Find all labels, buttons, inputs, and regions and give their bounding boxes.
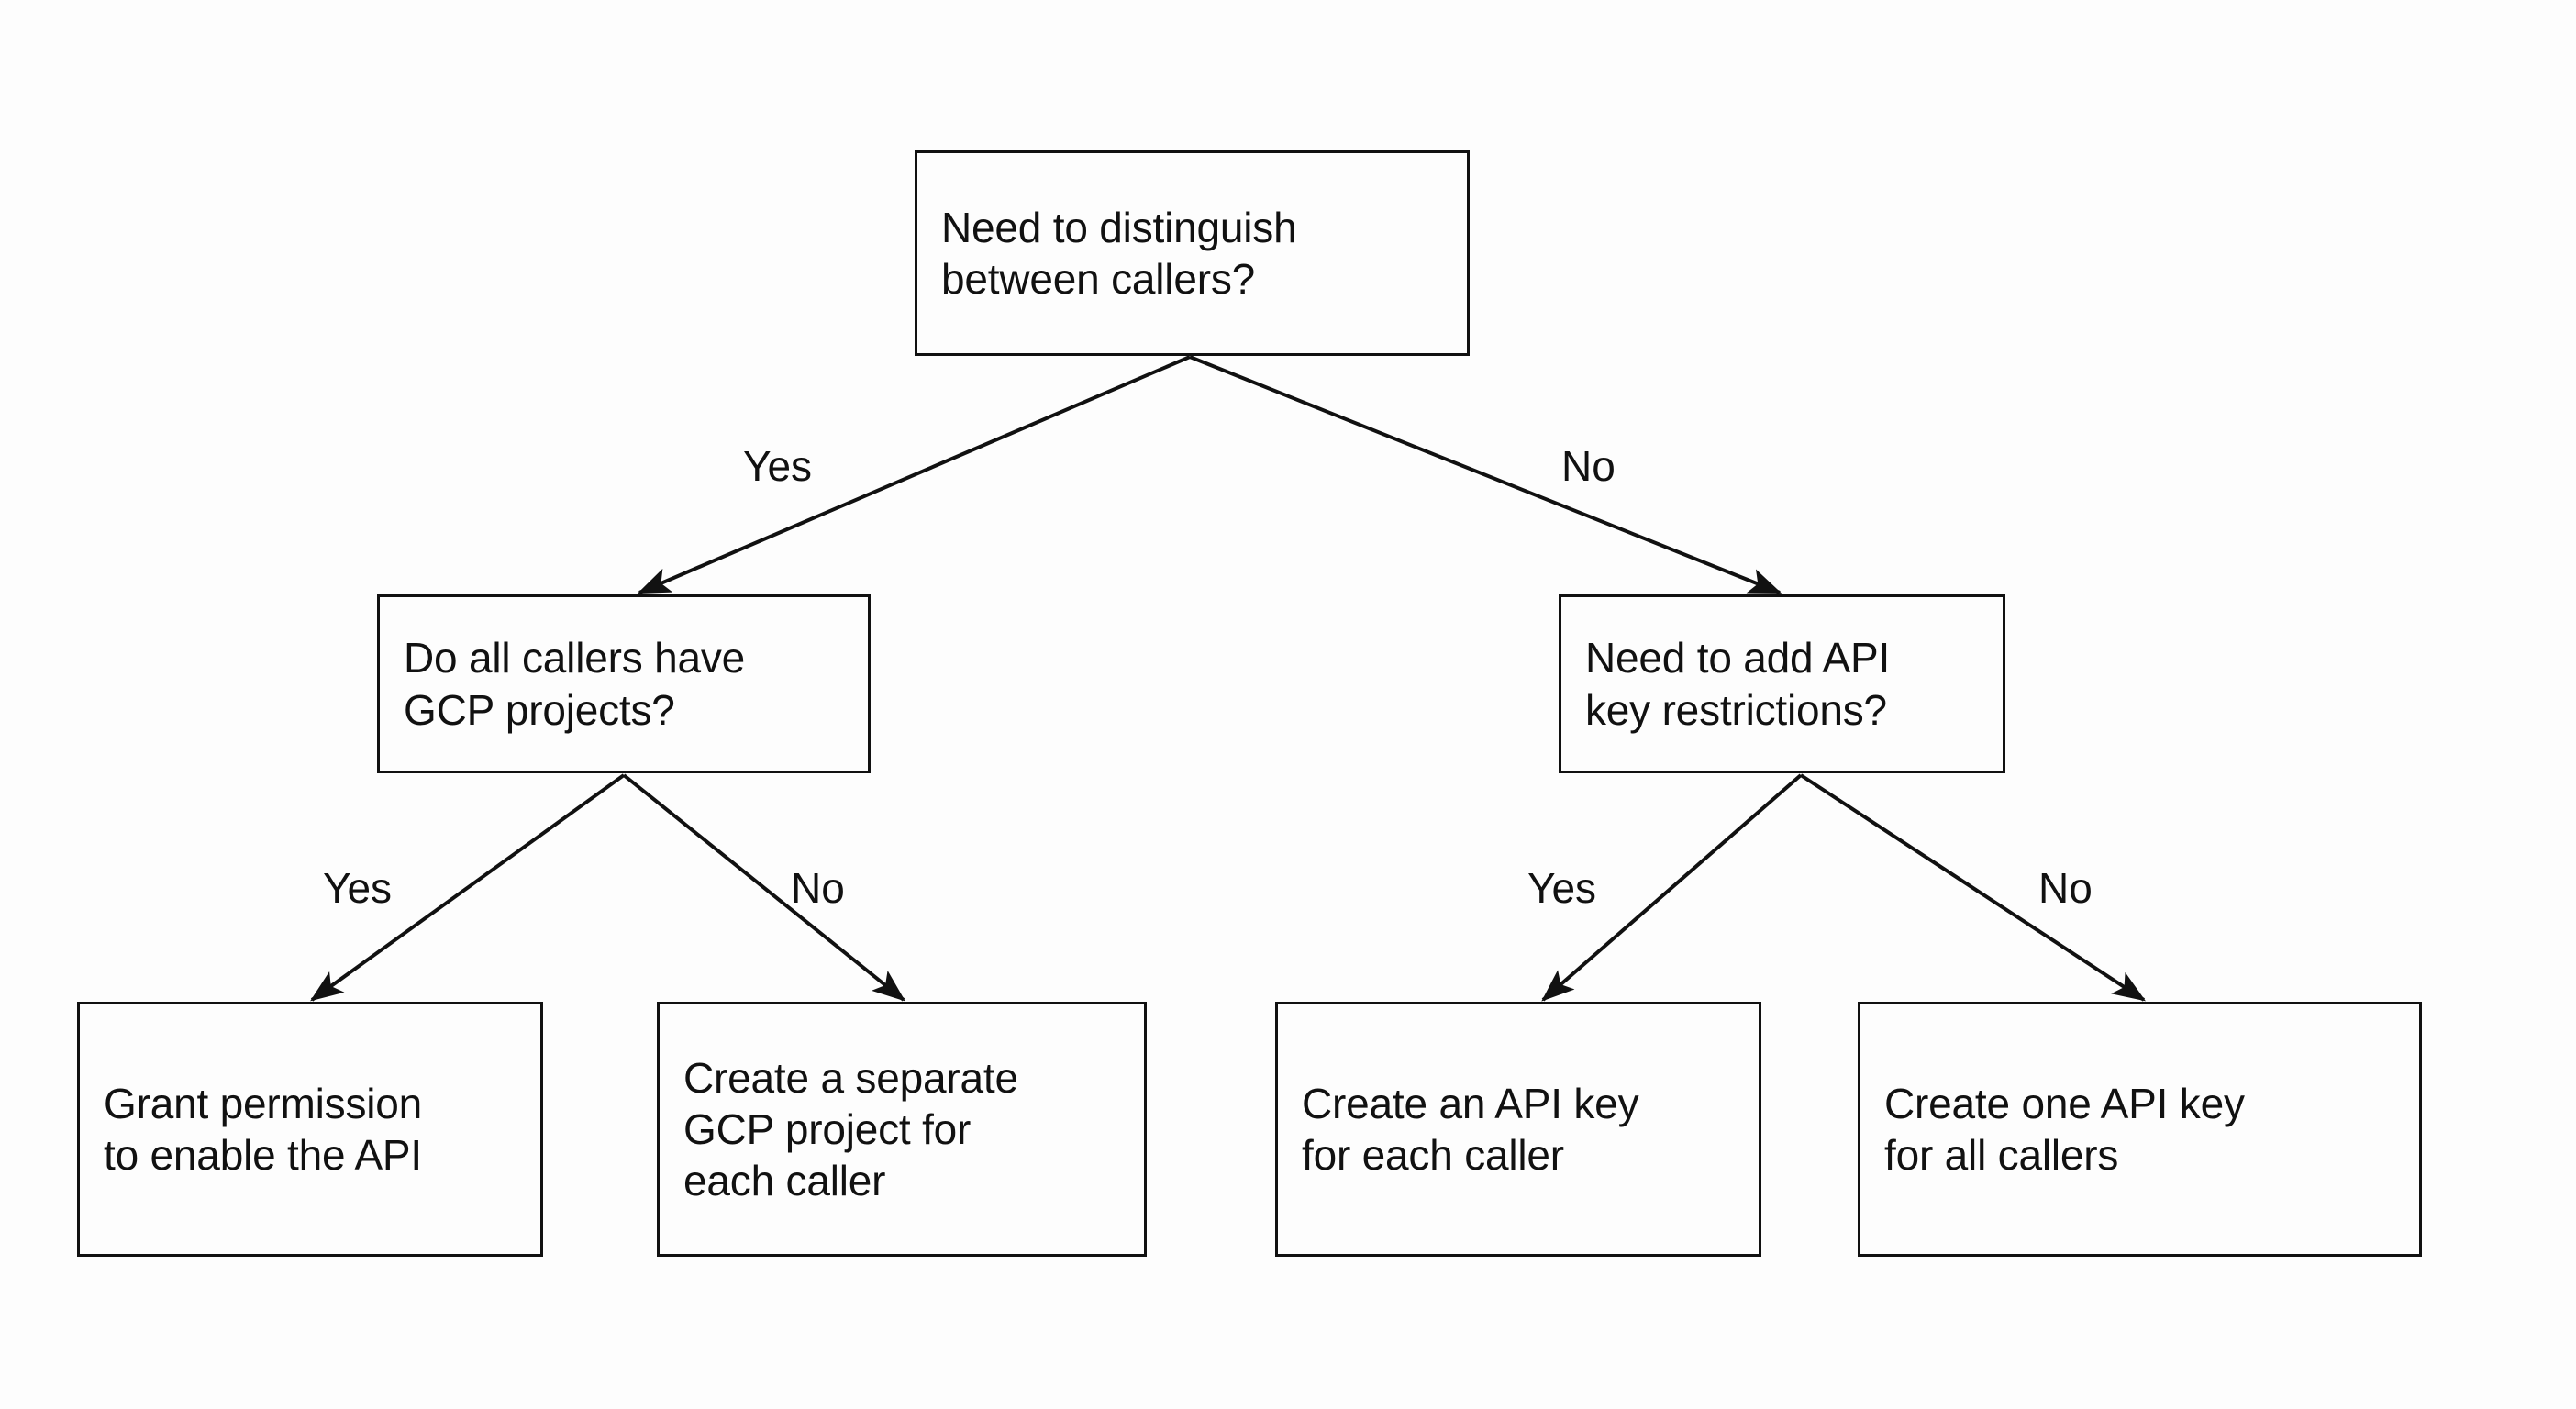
edge-right-to-all <box>1799 773 2147 1002</box>
node-key-each-caller[interactable]: Create an API key for each caller <box>1275 1002 1761 1257</box>
node-left-decision[interactable]: Do all callers have GCP projects? <box>377 594 871 773</box>
edge-label-root-to-left: Yes <box>743 442 813 490</box>
edge-root-to-left <box>637 355 1191 594</box>
node-root[interactable]: Need to distinguish between callers? <box>915 150 1470 356</box>
node-left-decision-label: Do all callers have GCP projects? <box>404 634 746 734</box>
node-key-each-caller-label: Create an API key for each caller <box>1302 1079 1639 1179</box>
edge-root-to-right <box>1189 355 1782 594</box>
node-separate-project-label: Create a separate GCP project for each c… <box>683 1053 1018 1205</box>
node-separate-project[interactable]: Create a separate GCP project for each c… <box>657 1002 1147 1257</box>
node-root-label: Need to distinguish between callers? <box>941 203 1297 303</box>
node-grant-permission[interactable]: Grant permission to enable the API <box>77 1002 543 1257</box>
edge-label-root-to-right: No <box>1561 442 1616 490</box>
edge-label-right-to-all: No <box>2038 864 2093 912</box>
edge-label-left-to-grant: Yes <box>323 864 393 912</box>
edge-label-right-to-each: Yes <box>1527 864 1597 912</box>
node-right-decision[interactable]: Need to add API key restrictions? <box>1559 594 2005 773</box>
edge-left-to-separate <box>622 773 905 1002</box>
edge-label-left-to-separate: No <box>791 864 845 912</box>
node-grant-permission-label: Grant permission to enable the API <box>104 1079 423 1179</box>
node-key-all-callers-label: Create one API key for all callers <box>1884 1079 2245 1179</box>
node-right-decision-label: Need to add API key restrictions? <box>1585 634 1891 734</box>
node-key-all-callers[interactable]: Create one API key for all callers <box>1858 1002 2422 1257</box>
